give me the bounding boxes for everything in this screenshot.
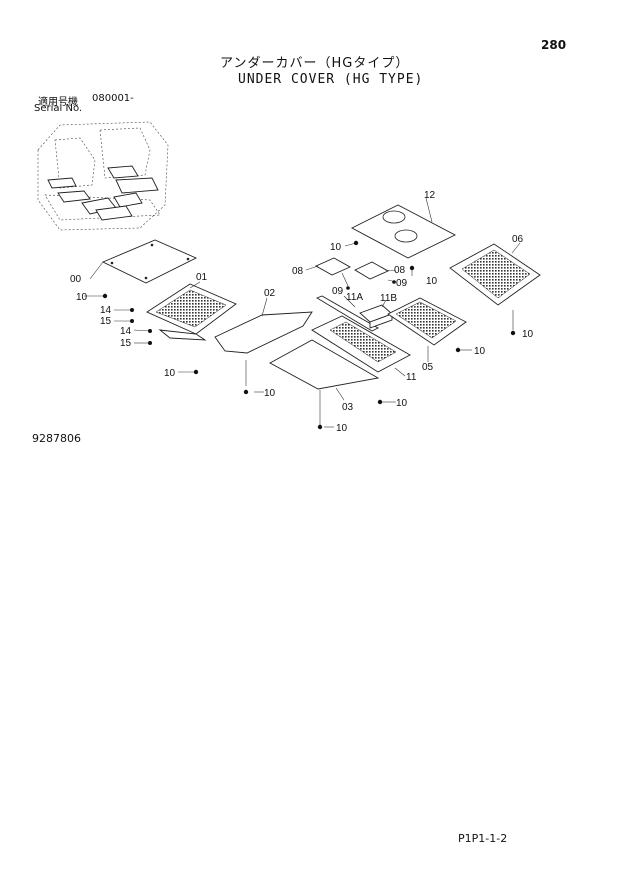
callout-10-05: 10 — [474, 346, 486, 357]
serial-label: Serial No. — [34, 103, 83, 114]
callout-01: 01 — [196, 272, 208, 283]
page-title: UNDER COVER (HG TYPE) — [238, 72, 424, 87]
callout-08-right: 08 — [394, 265, 406, 276]
callout-14-upper: 14 — [100, 305, 112, 316]
part-00-cover-plate — [101, 239, 198, 284]
page-reference: P1P1-1-2 — [458, 832, 508, 845]
serial-number-value: 080001- — [92, 93, 134, 104]
callout-10-left: 10 — [76, 292, 88, 303]
callout-11: 11 — [406, 372, 417, 383]
part-06-grill-cover — [449, 243, 541, 306]
callout-15-lower: 15 — [120, 338, 132, 349]
callout-10-top: 10 — [330, 242, 342, 253]
callout-08-left: 08 — [292, 266, 304, 277]
callout-10-11: 10 — [396, 398, 408, 409]
callout-02: 02 — [264, 288, 276, 299]
serial-label-japanese: 適用号機 — [38, 97, 78, 108]
part-12-top-plate — [351, 204, 456, 259]
part-05-grill-cover — [387, 297, 467, 346]
callout-05: 05 — [422, 362, 434, 373]
drawing-code: 9287806 — [32, 432, 81, 445]
callout-09-right: 09 — [396, 278, 408, 289]
callout-10-12: 10 — [426, 276, 438, 287]
part-11a-seal-strip — [315, 295, 379, 332]
callout-15-upper: 15 — [100, 316, 112, 327]
callout-11b: 11B — [380, 293, 397, 304]
part-03-lower-cover — [269, 339, 380, 390]
bolt-markers — [102, 240, 516, 430]
part-callouts: 00 01 02 03 05 06 08 08 09 09 10 10 10 1… — [70, 190, 534, 434]
callout-10-02: 10 — [264, 388, 276, 399]
part-11-grill-cover — [311, 315, 411, 373]
callout-09-left: 09 — [332, 286, 344, 297]
part-08-small-plate — [314, 257, 390, 280]
machine-overview-illustration — [37, 121, 169, 231]
page-number: 280 — [541, 38, 567, 52]
callout-00: 00 — [70, 274, 82, 285]
page-title-japanese: アンダーカバー（HGタイプ） — [220, 56, 410, 71]
callout-12: 12 — [424, 190, 436, 201]
part-02-bracket-cover — [214, 311, 313, 354]
leader-lines — [84, 197, 521, 428]
callout-10-03: 10 — [336, 423, 348, 434]
callout-06: 06 — [512, 234, 524, 245]
part-01-grill-cover — [146, 283, 237, 341]
callout-03: 03 — [342, 402, 354, 413]
callout-14-lower: 14 — [120, 326, 132, 337]
callout-10-06: 10 — [522, 329, 534, 340]
callout-11a: 11A — [346, 292, 363, 303]
callout-10-01: 10 — [164, 368, 176, 379]
